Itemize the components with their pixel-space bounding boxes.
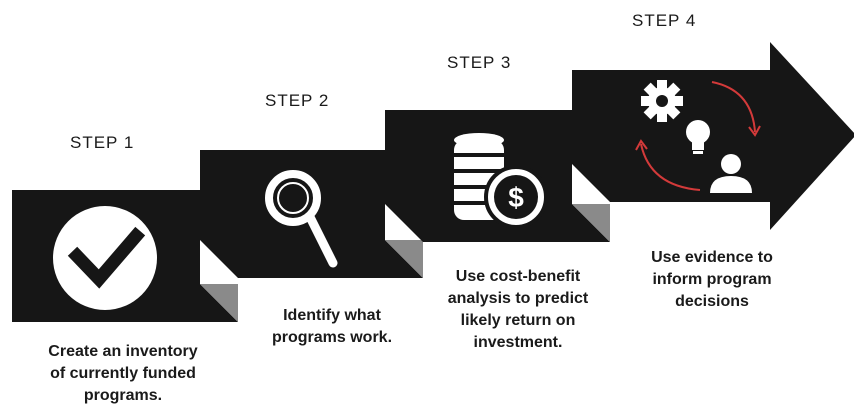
step-2-caption: Identify what programs work. xyxy=(232,305,432,349)
gear-icon xyxy=(641,80,683,122)
caption-line: analysis to predict xyxy=(447,290,589,307)
magnifying-glass-icon xyxy=(265,170,338,268)
caption-line: Identify what xyxy=(283,307,381,324)
step-2-label: STEP 2 xyxy=(265,91,330,110)
step-4-label: STEP 4 xyxy=(632,11,697,30)
caption-line: likely return on xyxy=(460,312,576,329)
step-3-caption: Use cost-benefit analysis to predict lik… xyxy=(418,266,618,354)
step-1-label: STEP 1 xyxy=(70,133,135,152)
caption-line: of currently funded xyxy=(50,365,196,382)
step-3-label: STEP 3 xyxy=(447,53,512,72)
step-3-fold xyxy=(572,204,610,242)
caption-line: programs work. xyxy=(271,329,393,346)
caption-line: inform program xyxy=(652,271,772,288)
lightbulb-icon xyxy=(686,120,710,154)
svg-text:$: $ xyxy=(508,182,524,213)
coins-dollar-icon: $ xyxy=(454,133,548,229)
caption-line: Use evidence to xyxy=(651,249,773,266)
caption-line: investment. xyxy=(473,334,563,351)
step-4-arrow-block xyxy=(572,42,854,230)
step-1-caption: Create an inventory of currently funded … xyxy=(18,341,228,407)
step-2-fold xyxy=(385,240,423,278)
step-4-caption: Use evidence to inform program decisions xyxy=(612,247,812,313)
caption-line: Use cost-benefit xyxy=(455,268,581,285)
caption-line: programs. xyxy=(83,387,163,404)
checkmark-icon xyxy=(53,206,157,310)
step-1-fold xyxy=(200,284,238,322)
caption-line: decisions xyxy=(675,293,749,310)
cycle-arrows-icon xyxy=(635,81,761,191)
cycle-gear-bulb-person-icon xyxy=(635,80,761,193)
person-icon xyxy=(710,154,752,193)
caption-line: Create an inventory xyxy=(48,343,198,360)
